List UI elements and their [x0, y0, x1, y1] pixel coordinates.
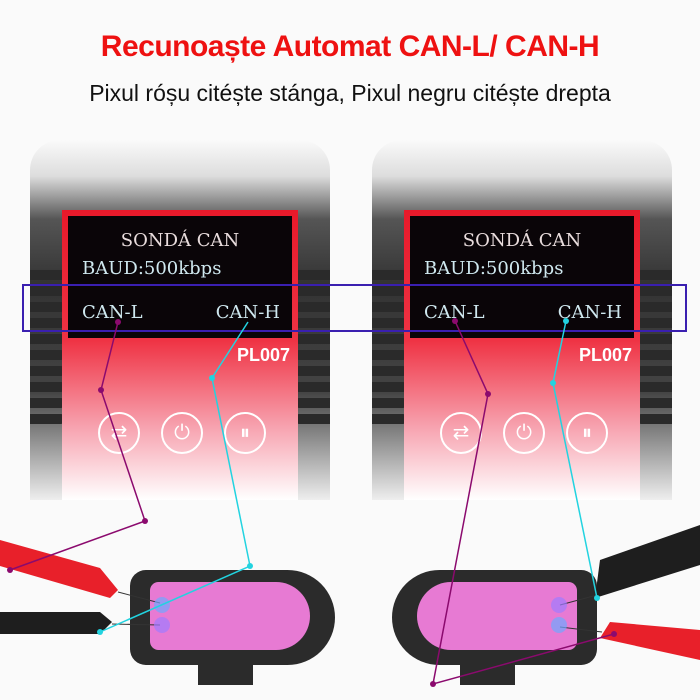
can-h-label: CAN-H — [557, 302, 622, 323]
pause-icon[interactable]: ⏸ — [224, 412, 266, 454]
lcd-screen: SONDÁ CAN BAUD:500kbps CAN-L CAN-H — [410, 216, 634, 338]
can-h-label: CAN-H — [215, 302, 280, 323]
can-probe-device-right: SONDÁ CAN BAUD:500kbps CAN-L CAN-H PL007… — [372, 140, 672, 500]
pin-block — [417, 582, 577, 650]
model-label: PL007 — [578, 345, 632, 365]
baud-rate: BAUD:500kbps — [82, 258, 222, 279]
cooling-fins-right — [636, 270, 672, 470]
cooling-fins-left — [372, 270, 408, 470]
subheadline: Pixul róșu citéște stánga, Pixul negru c… — [89, 80, 611, 106]
screen-title: SONDÁ CAN — [120, 230, 240, 251]
can-l-label: CAN-L — [82, 302, 143, 323]
cooling-fins-right — [294, 270, 330, 470]
power-icon[interactable]: ⏻ — [503, 412, 545, 454]
cooling-fins-left — [30, 270, 66, 470]
lcd-screen: SONDÁ CAN BAUD:500kbps CAN-L CAN-H — [68, 216, 292, 338]
red-probe-right — [600, 622, 700, 660]
model-label: PL007 — [236, 345, 290, 365]
pause-icon[interactable]: ⏸ — [566, 412, 608, 454]
black-probe-left — [0, 612, 112, 634]
baud-rate: BAUD:500kbps — [424, 258, 564, 279]
can-label-highlight-box — [22, 284, 687, 332]
can-l-label: CAN-L — [424, 302, 485, 323]
screen-title: SONDÁ CAN — [462, 230, 582, 251]
switch-icon[interactable]: ⇄ — [98, 412, 140, 454]
red-probe-left — [0, 540, 118, 598]
headline: Recunoaște Automat CAN-L/ CAN-H — [100, 30, 600, 63]
connector-right — [392, 570, 597, 685]
connector-latch — [460, 663, 515, 685]
pin-block — [150, 582, 310, 650]
black-probe-right — [595, 525, 700, 598]
can-probe-device-left: SONDÁ CAN BAUD:500kbps CAN-L CAN-H PL007… — [30, 140, 330, 500]
power-icon[interactable]: ⏻ — [161, 412, 203, 454]
connector-latch — [198, 663, 253, 685]
